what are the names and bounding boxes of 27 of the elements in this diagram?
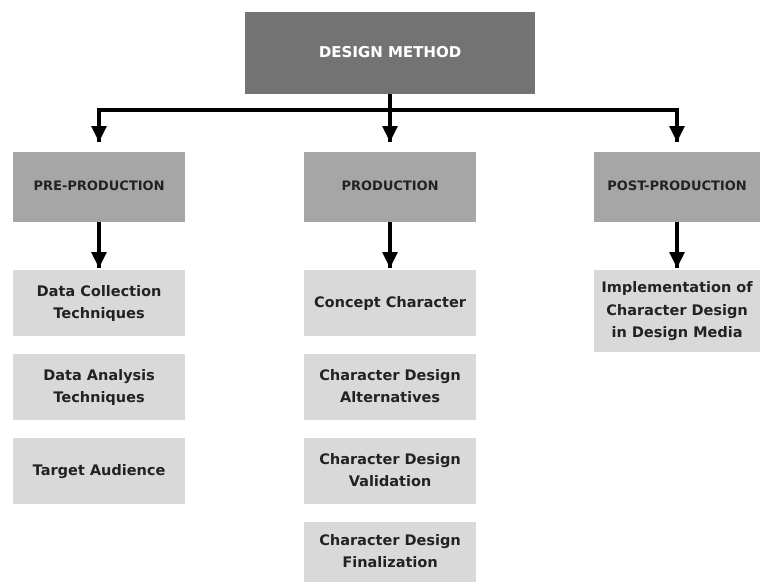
node-label: DESIGN METHOD — [318, 42, 462, 64]
phase-box — [594, 152, 760, 222]
step-box — [304, 438, 476, 504]
title-box — [245, 12, 535, 94]
step-box — [304, 270, 476, 336]
phase-box — [13, 152, 185, 222]
node-label: Character Design Finalization — [318, 532, 462, 573]
step-box — [304, 522, 476, 582]
arrow — [91, 222, 107, 268]
node-label: Data Collection Techniques — [36, 282, 162, 324]
step-box — [13, 354, 185, 420]
arrow — [382, 222, 398, 268]
node-label: PRODUCTION — [341, 178, 439, 196]
node-label: Target Audience — [32, 462, 166, 481]
node-label: Concept Character — [314, 294, 466, 313]
step-box — [13, 438, 185, 504]
step-box — [594, 270, 760, 352]
node-label: Data Analysis Techniques — [42, 366, 156, 408]
step-box — [13, 270, 185, 336]
arrow — [669, 222, 685, 268]
node-label: POST-PRODUCTION — [607, 178, 747, 196]
node-label: Implementation of Character Design in Design Media — [600, 279, 754, 344]
node-label: Character Design Alternatives — [318, 366, 462, 408]
step-box — [304, 354, 476, 420]
node-label: Character Design Validation — [318, 450, 462, 492]
node-label: PRE-PRODUCTION — [34, 178, 164, 196]
phase-box — [304, 152, 476, 222]
